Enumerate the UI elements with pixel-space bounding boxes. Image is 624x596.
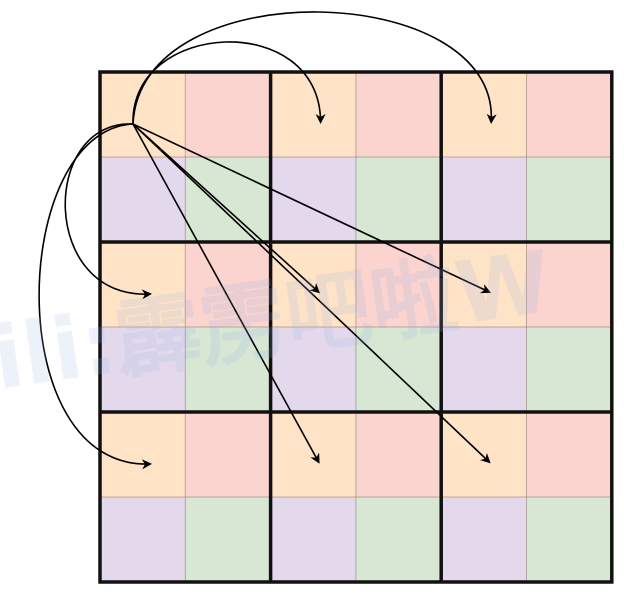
- grid-cell-1-0: [100, 157, 186, 243]
- grid-cell-5-1: [185, 497, 272, 583]
- arrow-to-block-1-0: [64, 123, 152, 300]
- arrows: [38, 11, 497, 470]
- grid-thin-lines: [100, 72, 612, 582]
- grid-cell-2-4: [441, 242, 527, 328]
- arrow-to-block-1-2: [132, 123, 492, 294]
- grid-cell-4-1: [185, 412, 272, 498]
- grid-cell-2-3: [355, 242, 442, 328]
- grid-cell-4-0: [100, 412, 186, 498]
- grid-cell-1-4: [441, 157, 527, 243]
- grid-cell-3-4: [441, 327, 527, 413]
- grid-cell-4-5: [526, 412, 613, 498]
- grid-cell-0-5: [526, 72, 613, 158]
- grid-cell-4-2: [270, 412, 357, 498]
- arrow-to-block-2-2: [132, 123, 491, 464]
- grid-cell-4-3: [355, 412, 442, 498]
- grid-cell-5-0: [100, 497, 186, 583]
- grid-block-borders: [98, 70, 614, 584]
- grid-cell-2-1: [185, 242, 272, 328]
- arrow-to-block-0-2: [132, 11, 497, 125]
- arrow-to-block-1-1: [132, 123, 321, 294]
- arrow-to-block-0-1: [132, 41, 326, 125]
- grid-cell-3-3: [355, 327, 442, 413]
- grid-cell-1-5: [526, 157, 613, 243]
- grid-cell-4-4: [441, 412, 527, 498]
- grid-cell-1-2: [270, 157, 357, 243]
- arrow-to-block-2-1: [132, 123, 320, 464]
- grid-cells: [100, 72, 613, 583]
- grid-cell-1-3: [355, 157, 442, 243]
- grid-cell-1-1: [185, 157, 272, 243]
- grid-cell-2-0: [100, 242, 186, 328]
- grid-cell-5-4: [441, 497, 527, 583]
- grid-cell-0-3: [355, 72, 442, 158]
- grid-cell-0-1: [185, 72, 272, 158]
- grid-outer-border: [98, 70, 614, 584]
- grid-cell-5-3: [355, 497, 442, 583]
- grid-cell-5-2: [270, 497, 357, 583]
- grid-cell-3-5: [526, 327, 613, 413]
- grid-cell-3-1: [185, 327, 272, 413]
- grid-cell-0-2: [270, 72, 357, 158]
- grid-cell-3-0: [100, 327, 186, 413]
- arrow-to-block-2-0: [38, 123, 152, 470]
- grid-cell-2-5: [526, 242, 613, 328]
- grid-cell-2-2: [270, 242, 357, 328]
- grid-cell-5-5: [526, 497, 613, 583]
- grid-cell-3-2: [270, 327, 357, 413]
